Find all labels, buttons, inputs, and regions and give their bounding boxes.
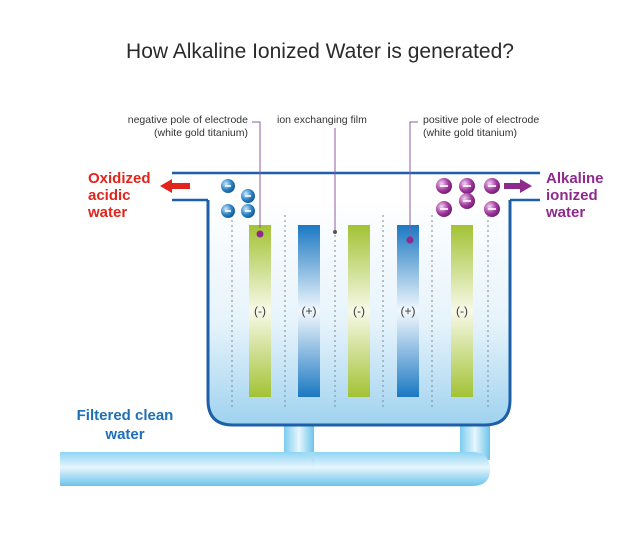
callout-negative-pole-line1: negative pole of electrode (127, 114, 248, 126)
alkaline-water-label: Alkaline ionized water (546, 170, 604, 221)
callout-negative-pole: negative pole of electrode (white gold t… (80, 114, 248, 140)
inlet-pipe-main (60, 452, 490, 486)
electrode-1-negative (249, 225, 271, 397)
callout-negative-pole-line2: (white gold titanium) (154, 127, 248, 139)
electrode-5-sign: (-) (456, 304, 468, 318)
acidic-label-line1: Oxidized (88, 170, 151, 187)
alkaline-arrow-icon (504, 179, 532, 193)
positive-ions (436, 178, 500, 217)
inlet-label-line2: water (105, 426, 145, 443)
electrode-4-sign: (+) (401, 304, 416, 318)
electrode-marker-positive (406, 236, 414, 244)
acidic-label-line2: acidic (88, 187, 131, 204)
inlet-label-line1: Filtered clean (76, 407, 174, 424)
electrodes: (-) (+) (-) (+) (-) (249, 225, 473, 397)
electrode-5-negative (451, 225, 473, 397)
alkaline-label-line3: water (546, 204, 586, 221)
alkaline-label-line1: Alkaline (546, 170, 604, 187)
acidic-water-label: Oxidized acidic water (88, 170, 151, 221)
electrode-2-sign: (+) (302, 304, 317, 318)
callout-positive-pole: positive pole of electrode (white gold t… (423, 114, 593, 140)
electrode-marker-negative (256, 230, 264, 238)
acidic-label-line3: water (88, 204, 128, 221)
electrode-4-positive (397, 225, 419, 397)
callout-ion-film: ion exchanging film (277, 114, 367, 126)
alkaline-label-line2: ionized (546, 187, 598, 204)
callout-lines (252, 121, 418, 238)
negative-ions (221, 179, 255, 218)
inlet-label: Filtered clean water (50, 406, 200, 444)
electrode-2-positive (298, 225, 320, 397)
electrode-3-negative (348, 225, 370, 397)
diagram-title: How Alkaline Ionized Water is generated? (126, 40, 514, 63)
callout-positive-pole-line1: positive pole of electrode (423, 114, 540, 126)
acid-arrow-icon (160, 179, 190, 193)
callout-positive-pole-line2: (white gold titanium) (423, 127, 517, 139)
electrode-1-sign: (-) (254, 304, 266, 318)
electrode-3-sign: (-) (353, 304, 365, 318)
film-marker (333, 230, 337, 234)
